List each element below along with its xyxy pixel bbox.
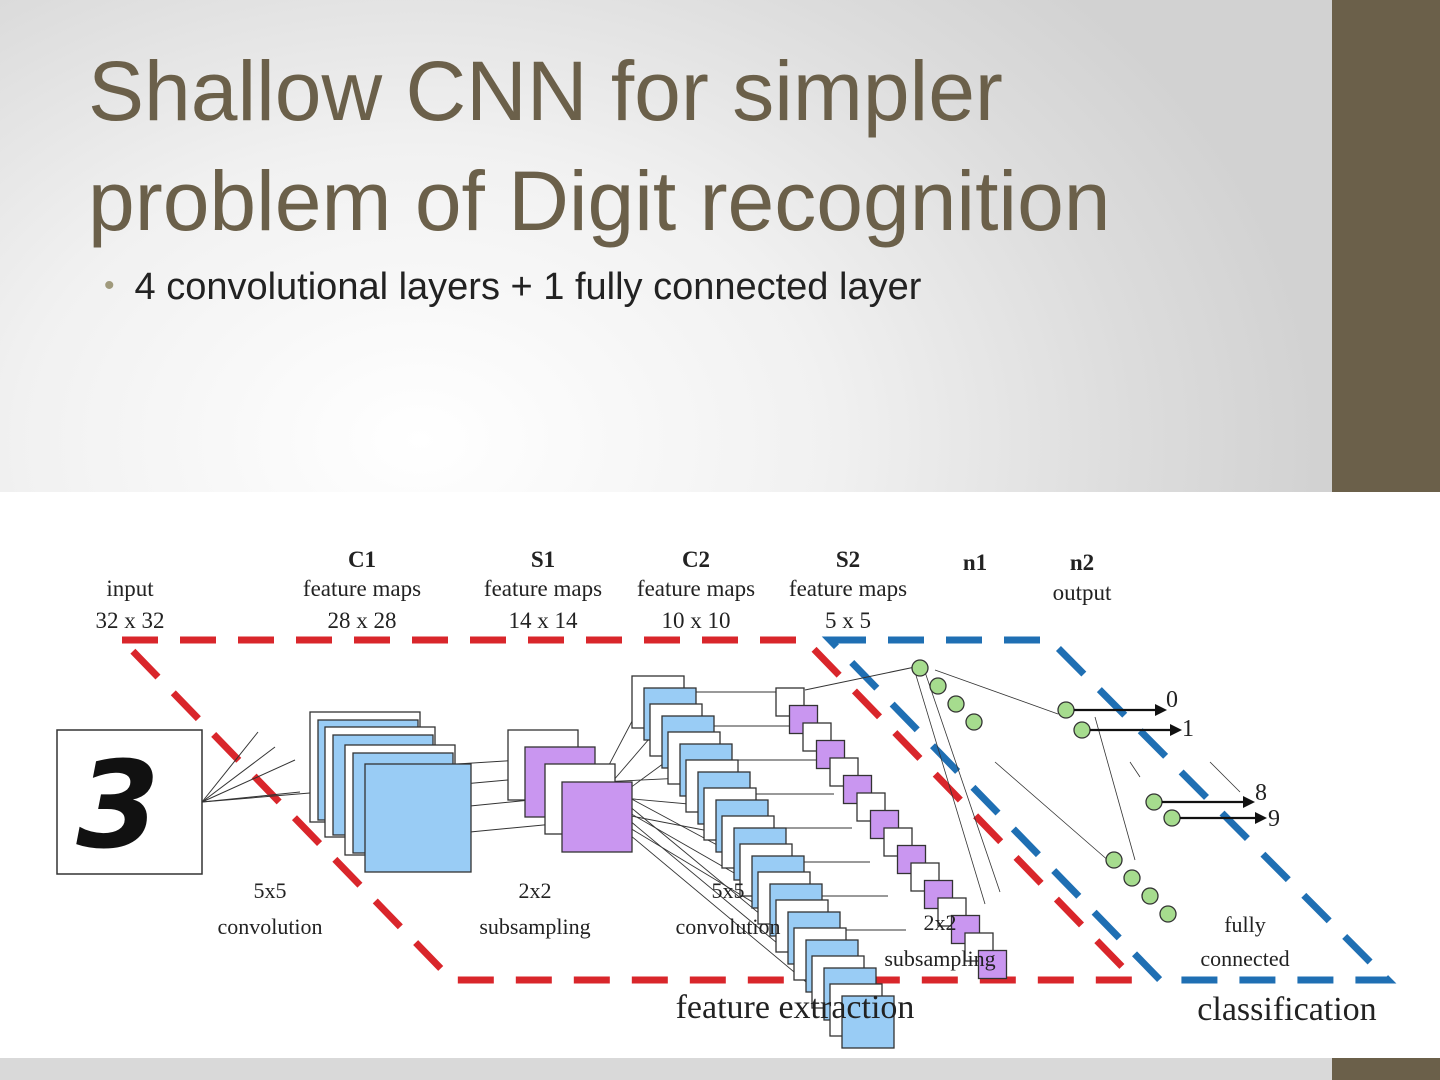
input-image: 3 (56, 729, 203, 876)
input-connection-2 (201, 759, 296, 803)
feature-extraction-label: feature extraction (676, 989, 915, 1026)
c1-map-top (364, 763, 472, 873)
n2-connection-2 (1209, 761, 1241, 793)
n2-neuron-3 (1163, 809, 1181, 827)
output-arrowhead-2 (1243, 796, 1255, 808)
input-image-frame (56, 729, 203, 875)
input-connection-0 (201, 731, 259, 803)
n2-neuron-1 (1073, 721, 1091, 739)
classification-region (821, 636, 1397, 984)
output-label-3: 9 (1268, 806, 1280, 832)
accent-bar-bottom (1332, 1058, 1440, 1080)
operation-line2-4: connected (1200, 946, 1289, 971)
operation-line2-3: subsampling (884, 946, 995, 971)
stage-size-2: 14 x 14 (509, 608, 579, 633)
stage-size-1: 28 x 28 (328, 608, 397, 633)
s2-n1-connection-0 (804, 666, 916, 691)
stage-name-5: n1 (963, 550, 987, 575)
stage-name-4: S2 (836, 547, 860, 572)
feature-extraction-region (113, 636, 1144, 984)
n1-neuron-3 (965, 713, 983, 731)
stage-name-6: n2 (1070, 550, 1094, 575)
operation-line2-1: subsampling (479, 914, 590, 939)
output-arrowhead-3 (1255, 812, 1267, 824)
slide-title: Shallow CNN for simpler problem of Digit… (88, 36, 1308, 256)
neurons (911, 659, 1267, 923)
n1-n2-connection-0 (934, 669, 1059, 715)
operation-line1-4: fully (1224, 912, 1266, 937)
bullet-text: 4 convolutional layers + 1 fully connect… (134, 266, 922, 308)
s1-map-3 (561, 781, 633, 853)
n1-n2-connection-1 (994, 761, 1111, 863)
n1-neuron-2 (947, 695, 965, 713)
diagram-regions (113, 636, 1397, 984)
operation-line1-0: 5x5 (254, 878, 287, 903)
stage-desc-2: feature maps (484, 576, 602, 601)
classification-label: classification (1197, 991, 1376, 1028)
n1-fan-connection-0 (924, 671, 1001, 893)
bullet-item: • 4 convolutional layers + 1 fully connec… (104, 266, 921, 309)
accent-bar (1332, 0, 1440, 492)
stage-size-4: 5 x 5 (825, 608, 871, 633)
n1-fan-connection-1 (914, 671, 986, 905)
stage-size-3: 10 x 10 (662, 608, 731, 633)
input-connection-1 (201, 746, 276, 803)
n1-neuron-4 (1105, 851, 1123, 869)
title-line-1: Shallow CNN for simpler (88, 44, 1003, 138)
output-label-0: 0 (1166, 687, 1178, 713)
feature-maps (309, 675, 1008, 1049)
operation-line2-0: convolution (217, 914, 322, 939)
stage-name-1: C1 (348, 547, 376, 572)
s2-map-15 (977, 949, 1008, 980)
n2-connection-1 (1129, 761, 1141, 778)
cnn-diagram-svg: 3 01 89 input 32 x 32 C1 feature maps 28 x 28 S… (56, 547, 1397, 1049)
input-digit: 3 (76, 737, 160, 876)
output-arrowhead-1 (1170, 724, 1182, 736)
stage-desc-4: feature maps (789, 576, 907, 601)
n1-neuron-5 (1123, 869, 1141, 887)
diagram-labels: 01 89 input 32 x 32 C1 feature maps 28 x 28 S1 f… (96, 547, 1377, 1028)
output-label-1: 1 (1182, 716, 1194, 742)
stage-name-3: C2 (682, 547, 710, 572)
n2-neuron-2 (1145, 793, 1163, 811)
input-connection-4 (201, 791, 323, 803)
stage-desc-1: feature maps (303, 576, 421, 601)
stage-desc-3: feature maps (637, 576, 755, 601)
operation-line2-2: convolution (675, 914, 780, 939)
n1-neuron-0 (911, 659, 929, 677)
n1-neuron-6 (1141, 887, 1159, 905)
c2-map-front-11 (841, 995, 895, 1049)
stage-name-2: S1 (531, 547, 555, 572)
output-arrowhead-0 (1155, 704, 1167, 716)
n2-connection-0 (1094, 716, 1136, 861)
operation-line1-1: 2x2 (519, 878, 552, 903)
output-label-2: 8 (1255, 780, 1267, 806)
n1-neuron-7 (1159, 905, 1177, 923)
operation-line1-2: 5x5 (712, 878, 745, 903)
n1-neuron-1 (929, 677, 947, 695)
bottom-strip (0, 1058, 1332, 1080)
title-line-2: problem of Digit recognition (88, 154, 1111, 248)
stage-name-0: input (106, 576, 154, 601)
bullet-dot-icon: • (104, 269, 115, 302)
n2-neuron-0 (1057, 701, 1075, 719)
stage-size-0: 32 x 32 (96, 608, 165, 633)
operation-line1-3: 2x2 (924, 910, 957, 935)
stage-desc-6: output (1053, 580, 1112, 605)
